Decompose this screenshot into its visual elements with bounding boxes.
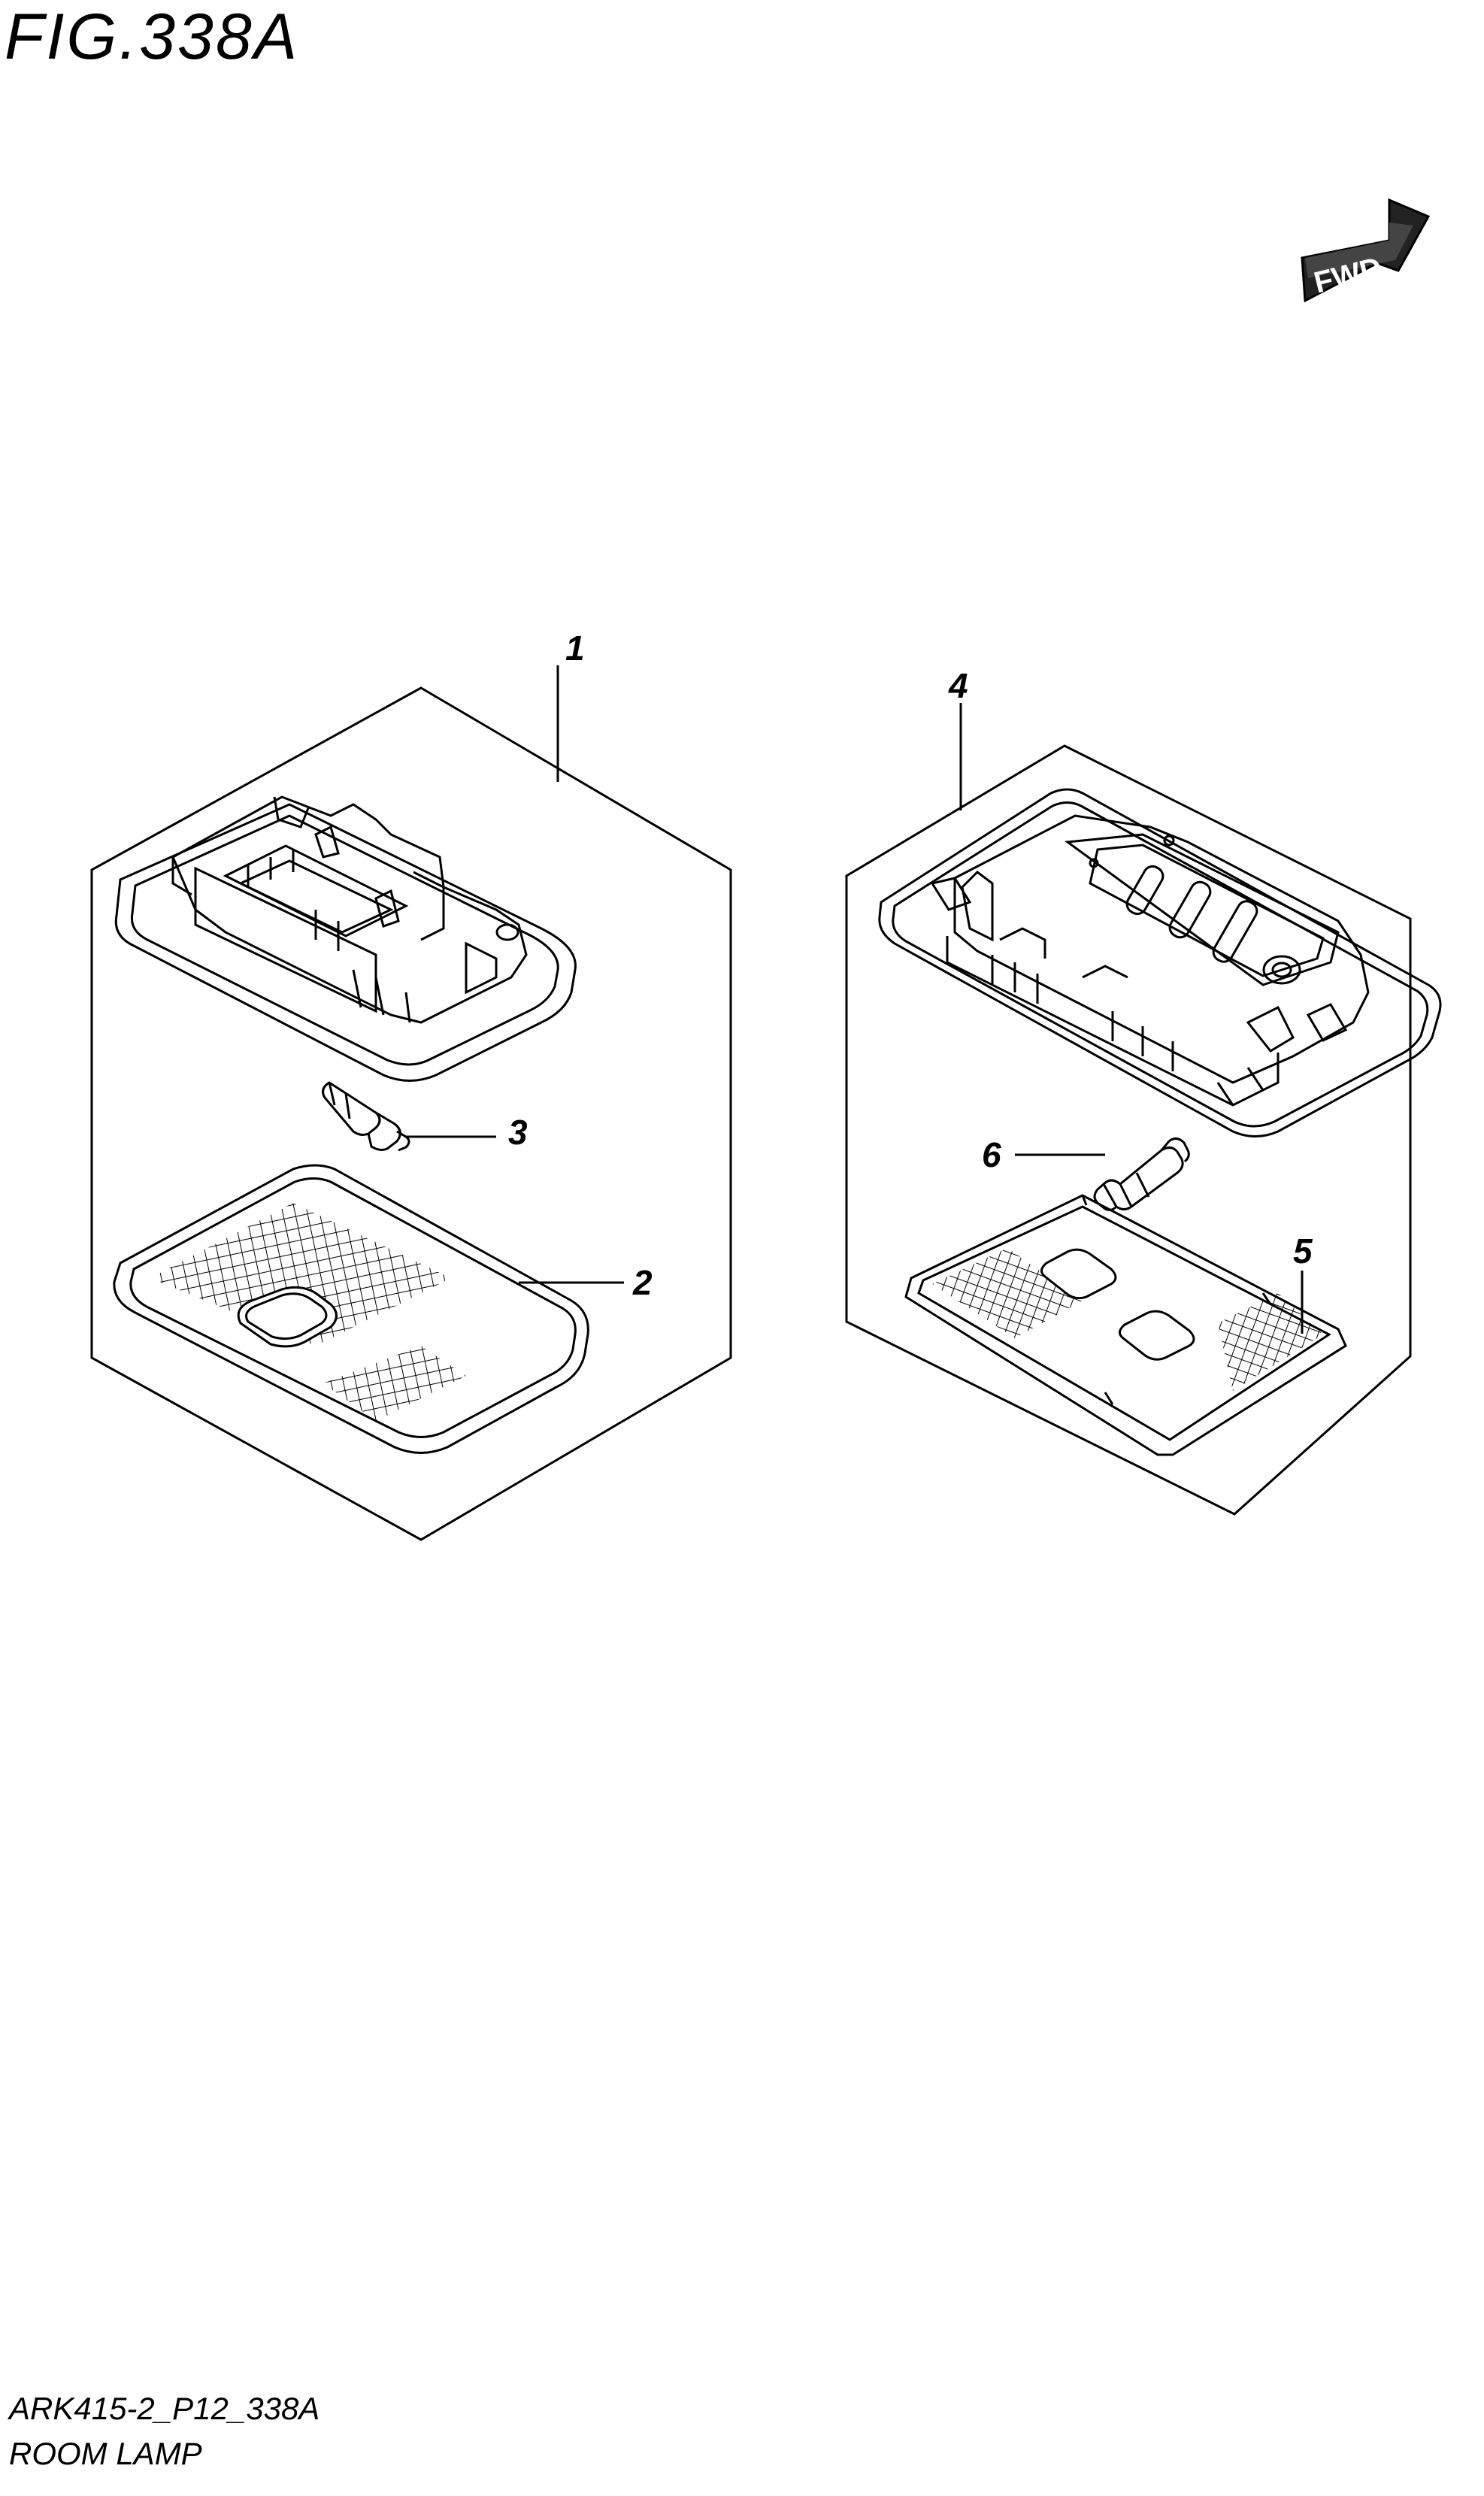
callout-3: 3 — [508, 1113, 528, 1152]
lens-right — [904, 1194, 1347, 1456]
callout-4: 4 — [948, 666, 968, 705]
assembly-right-frame — [845, 744, 1412, 1516]
callout-2: 2 — [632, 1263, 653, 1302]
bulb-right — [1093, 1137, 1190, 1211]
callout-5: 5 — [1293, 1231, 1313, 1271]
lens-left — [113, 1164, 589, 1454]
fwd-arrow-badge: FWD — [1301, 198, 1431, 303]
callout-1: 1 — [565, 629, 585, 668]
assembly-left — [90, 665, 732, 1541]
figure-code: ARK415-2_P12_338A — [9, 2391, 320, 2426]
bulb-left — [322, 1081, 410, 1152]
assembly-left-frame — [90, 686, 732, 1541]
figure-caption: ROOM LAMP — [9, 2436, 202, 2471]
figure-title: FIG.338A — [5, 1, 300, 73]
assembly-right — [845, 703, 1442, 1516]
callout-6: 6 — [982, 1135, 1001, 1174]
